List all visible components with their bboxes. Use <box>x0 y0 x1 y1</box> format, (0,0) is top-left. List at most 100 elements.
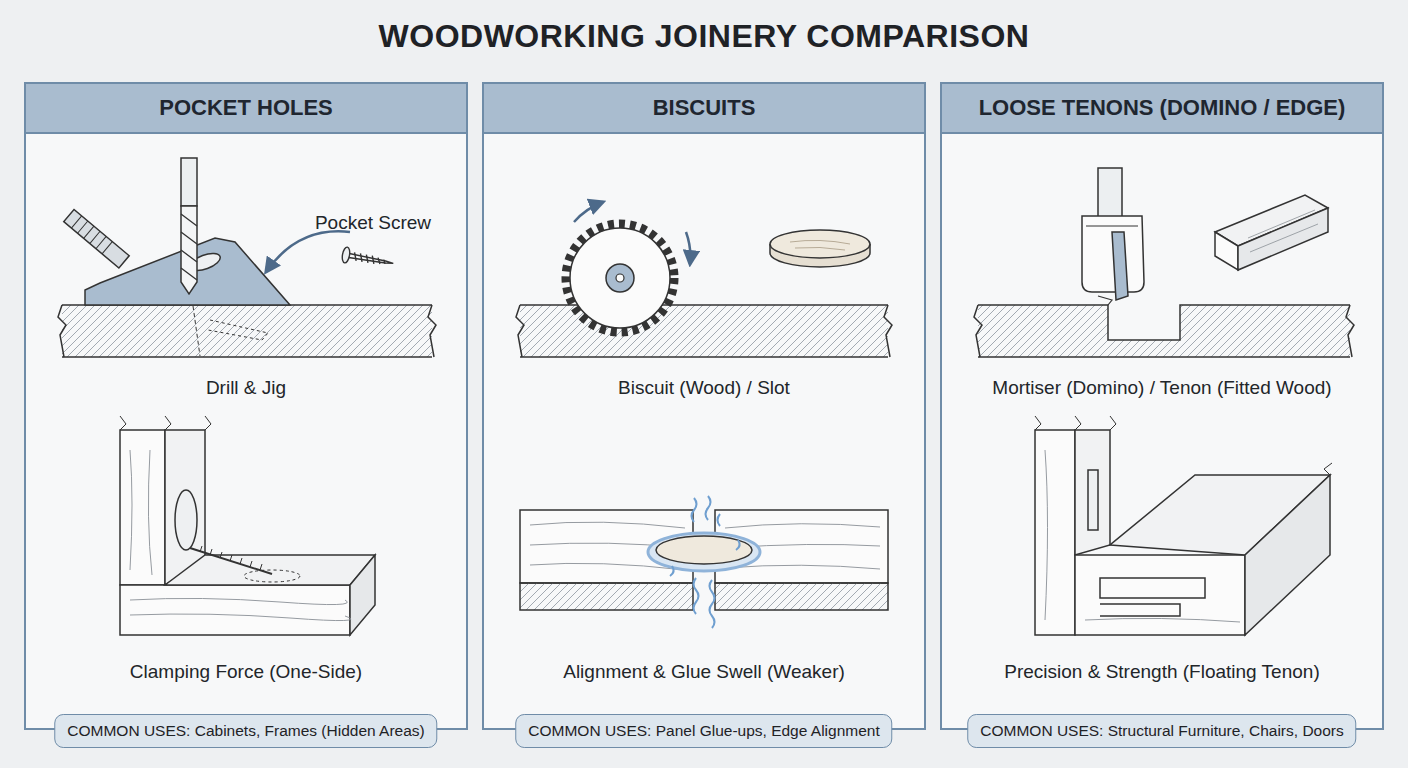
mortiser-tool <box>1112 232 1128 300</box>
saw-blade <box>606 264 634 292</box>
l-joint <box>165 555 375 585</box>
mortiser-tool <box>1098 168 1122 218</box>
board-section <box>1108 304 1180 340</box>
l-joint <box>200 546 262 570</box>
pocket-jig <box>64 209 290 305</box>
glue-swell-lines <box>692 498 697 522</box>
mortiser-tool <box>1086 226 1138 227</box>
saw-blade <box>566 224 674 332</box>
pointer-arrow <box>266 231 350 272</box>
caption-label: Clamping Force (One-Side) <box>130 661 362 683</box>
edge-joint <box>715 583 888 610</box>
edge-joint <box>520 583 693 610</box>
caption-label: Pocket Screw <box>315 212 431 234</box>
mortise-joint <box>1110 475 1330 555</box>
l-joint <box>190 548 272 574</box>
uses-text: COMMON USES: Panel Glue-ups, Edge Alignm… <box>528 722 879 740</box>
edge-joint <box>715 510 888 583</box>
glue-swell-lines <box>694 578 699 614</box>
glue-swell-lines <box>670 566 674 576</box>
mortise-joint <box>1245 475 1330 635</box>
board-section <box>520 305 888 357</box>
tenon-symbol <box>1248 210 1318 252</box>
board-section <box>978 305 1350 340</box>
biscuit-symbol <box>770 230 870 267</box>
caption-label: Alignment & Glue Swell (Weaker) <box>563 661 845 683</box>
edge-joint <box>656 536 752 564</box>
uses-pill: COMMON USES: Panel Glue-ups, Edge Alignm… <box>515 714 892 748</box>
l-joint <box>175 490 197 550</box>
glue-swell-lines <box>710 580 715 628</box>
board-section <box>520 304 888 306</box>
edge-joint <box>530 522 880 570</box>
board-section <box>974 304 1354 357</box>
l-joint <box>120 585 350 635</box>
board-section <box>516 305 524 357</box>
mortiser-tool <box>1098 296 1112 305</box>
board-section <box>208 320 268 340</box>
board-section <box>974 305 982 357</box>
biscuit-symbol <box>790 240 850 250</box>
saw-blade <box>566 224 674 332</box>
header-band: BISCUITS <box>484 84 924 134</box>
board-section <box>516 305 892 357</box>
mortise-joint <box>1035 416 1116 430</box>
drill-bit <box>181 158 197 294</box>
pocket-jig <box>85 238 290 305</box>
pocket-jig <box>64 209 129 268</box>
l-joint <box>120 430 165 585</box>
caption-label: Drill & Jig <box>206 377 286 399</box>
pocket-jig <box>64 209 129 268</box>
drill-bit <box>181 206 197 294</box>
caption-label: Biscuit (Wood) / Slot <box>618 377 790 399</box>
screw-symbol <box>341 247 394 272</box>
edge-joint <box>520 510 693 583</box>
mortise-joint <box>1100 578 1205 598</box>
screw-symbol <box>353 252 386 265</box>
board-section <box>884 305 892 357</box>
board-section <box>428 305 436 357</box>
board-section <box>978 356 1350 358</box>
mortise-joint <box>1075 555 1245 635</box>
glue-swell-lines <box>718 514 721 526</box>
mortise-joint <box>1100 604 1180 616</box>
mortise-joint <box>1324 463 1332 475</box>
comparison-panel: BISCUITSCOMMON USES: Panel Glue-ups, Edg… <box>482 82 926 730</box>
comparison-panel: POCKET HOLESCOMMON USES: Cabinets, Frame… <box>24 82 468 730</box>
uses-text: COMMON USES: Structural Furniture, Chair… <box>980 722 1343 740</box>
glue-swell-lines <box>706 496 711 520</box>
board-section <box>58 305 436 357</box>
header-band: POCKET HOLES <box>26 84 466 134</box>
l-joint <box>165 430 205 585</box>
panel-heading: BISCUITS <box>653 95 756 121</box>
board-section <box>62 356 432 358</box>
tenon-symbol <box>1215 195 1328 246</box>
header-band: LOOSE TENONS (DOMINO / EDGE) <box>942 84 1382 134</box>
panel-heading: LOOSE TENONS (DOMINO / EDGE) <box>979 95 1346 121</box>
l-joint <box>130 450 351 621</box>
tenon-symbol <box>1215 232 1238 270</box>
mortise-joint <box>1088 470 1098 530</box>
board-section <box>193 306 200 356</box>
l-joint <box>120 416 211 430</box>
board-section <box>62 305 432 357</box>
screw-symbol <box>349 254 394 266</box>
uses-pill: COMMON USES: Cabinets, Frames (Hidden Ar… <box>54 714 437 748</box>
screw-symbol <box>341 247 351 264</box>
mortise-joint <box>1035 416 1332 635</box>
biscuit-symbol <box>770 230 870 258</box>
saw-blade <box>616 274 624 282</box>
glue-swell-lines <box>736 540 740 550</box>
mortiser-tool <box>1082 216 1144 292</box>
diagram-title: WOODWORKING JOINERY COMPARISON <box>0 18 1408 55</box>
board-section <box>1346 305 1354 357</box>
mortiser-tool <box>1082 168 1144 305</box>
edge-joint <box>520 510 888 610</box>
screw-symbol <box>341 247 394 272</box>
mortise-joint <box>1035 430 1075 635</box>
uses-pill: COMMON USES: Structural Furniture, Chair… <box>967 714 1356 748</box>
drill-bit <box>181 158 197 206</box>
comparison-panel: LOOSE TENONS (DOMINO / EDGE)COMMON USES:… <box>940 82 1384 730</box>
